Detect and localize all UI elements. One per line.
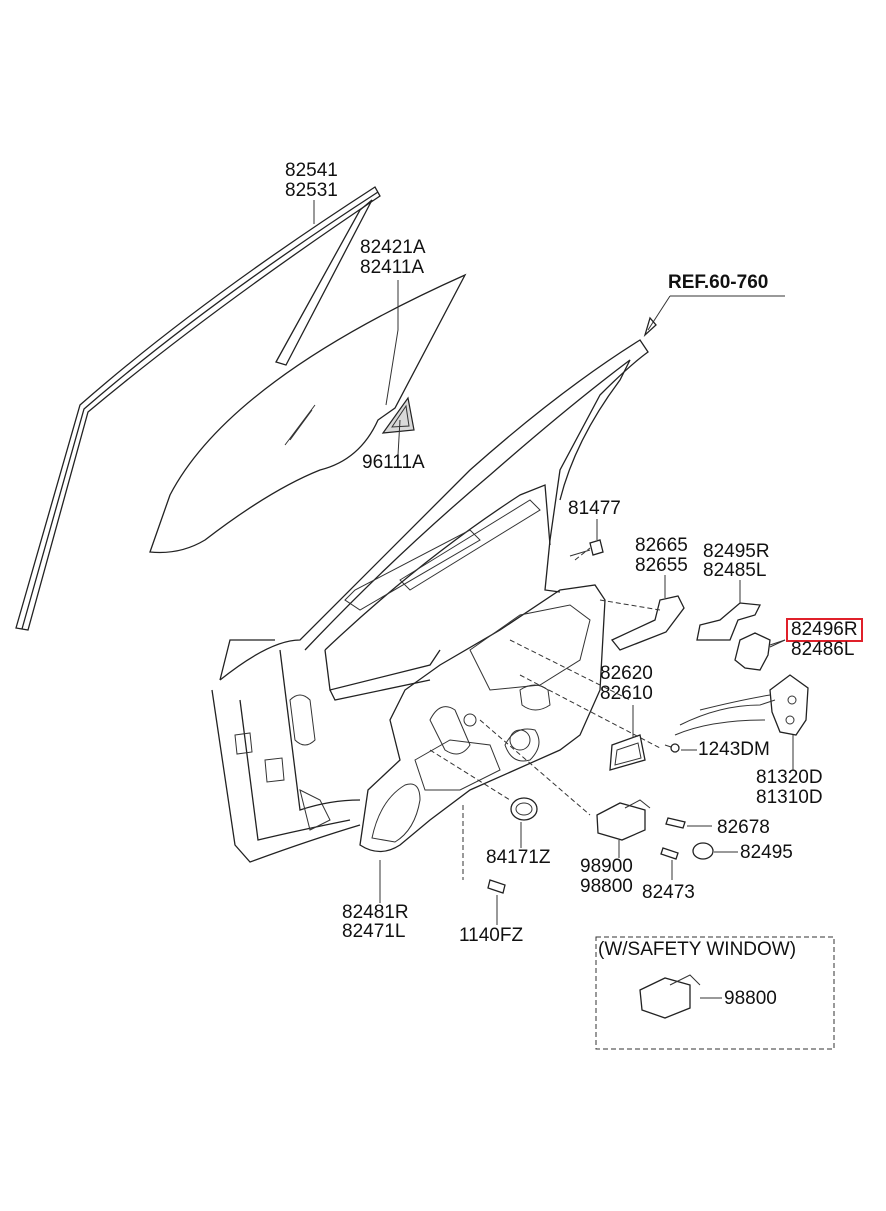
label-1140fz: 1140FZ	[459, 925, 524, 946]
label-81320d: 81320D	[756, 767, 823, 788]
safety-window-box	[595, 936, 835, 1050]
label-ref-60-760: REF.60-760	[668, 272, 769, 293]
label-98900: 98900	[580, 856, 633, 877]
inside-handle-82620	[609, 734, 646, 771]
glass-bracket-96111a	[381, 396, 415, 434]
label-82678: 82678	[717, 817, 770, 838]
label-81310d: 81310D	[756, 787, 823, 808]
plug-84171z	[510, 797, 538, 821]
label-82473: 82473	[642, 882, 695, 903]
bolt-1140fz	[487, 879, 506, 894]
label-82471l: 82471L	[342, 921, 406, 942]
label-98800-safety: 98800	[724, 988, 777, 1009]
bolt-81477	[569, 539, 604, 557]
leader-lines	[313, 200, 794, 925]
label-82665: 82665	[635, 535, 688, 556]
label-82496r-highlighted: 82496R	[786, 618, 863, 642]
label-82485l: 82485L	[703, 560, 767, 581]
label-82421a: 82421A	[360, 237, 426, 258]
label-82486l: 82486L	[791, 639, 855, 660]
screw-1243dm	[664, 743, 680, 753]
label-84171z: 84171Z	[486, 847, 551, 868]
window-run-channel	[15, 186, 381, 631]
door-glass	[149, 273, 467, 554]
plug-82495	[692, 842, 714, 860]
bolt-82678	[665, 817, 686, 829]
label-96111a: 96111A	[362, 452, 425, 473]
label-82495r: 82495R	[703, 541, 770, 562]
door-latch-81320d	[674, 674, 809, 736]
label-1243dm: 1243DM	[698, 739, 770, 760]
label-82655: 82655	[635, 555, 688, 576]
label-82495: 82495	[740, 842, 793, 863]
label-82610: 82610	[600, 683, 653, 704]
label-82541: 82541	[285, 160, 338, 181]
bracket-82496r	[734, 632, 786, 671]
handle-bracket-82665	[610, 595, 685, 651]
label-82531: 82531	[285, 180, 338, 201]
bracket-82495r	[696, 602, 762, 641]
door-module-panel	[359, 584, 606, 853]
label-82481r: 82481R	[342, 902, 409, 923]
label-81477: 81477	[568, 498, 621, 519]
screw-82473	[660, 847, 679, 860]
window-motor-98900	[596, 799, 651, 841]
label-82620: 82620	[600, 663, 653, 684]
door-frame	[211, 339, 649, 863]
safety-window-title: (W/SAFETY WINDOW)	[598, 939, 797, 960]
label-82411a: 82411A	[360, 257, 425, 278]
label-98800: 98800	[580, 876, 633, 897]
